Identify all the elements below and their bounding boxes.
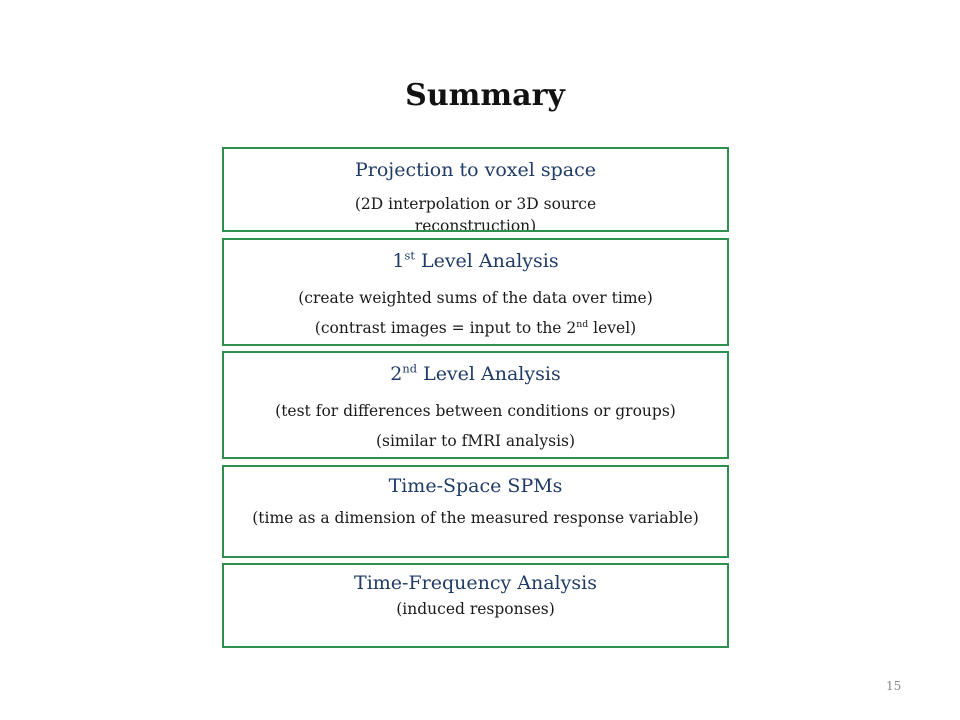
box-description: (2D interpolation or 3D source reconstru… — [354, 195, 597, 232]
description-text-end: level) — [588, 319, 637, 337]
box-heading: Time-Frequency Analysis — [354, 572, 597, 594]
heading-text: Level Analysis — [414, 250, 559, 272]
box-description: (induced responses) — [396, 600, 555, 618]
heading-ordinal-suffix: nd — [402, 361, 418, 376]
box-heading: 2nd Level Analysis — [224, 363, 727, 385]
description-text: (contrast images = input to the 2 — [314, 319, 577, 337]
box-projection-to-voxel-space: Projection to voxel space (2D interpolat… — [222, 147, 729, 232]
box-time-frequency-analysis: Time-Frequency Analysis (induced respons… — [222, 563, 729, 648]
box-heading: 1st Level Analysis — [224, 250, 727, 272]
box-description: (time as a dimension of the measured res… — [252, 509, 699, 527]
slide-title: Summary — [405, 78, 565, 113]
heading-number: 2 — [390, 363, 403, 385]
box-description: (create weighted sums of the data over t… — [298, 289, 653, 307]
heading-number: 1 — [392, 250, 405, 272]
box-second-level-analysis: 2nd Level Analysis (test for differences… — [222, 351, 729, 459]
box-time-space-spms: Time-Space SPMs (time as a dimension of … — [222, 465, 729, 558]
box-description: (test for differences between conditions… — [275, 402, 676, 420]
description-ordinal-suffix: nd — [576, 318, 589, 330]
box-description-2: (contrast images = input to the 2nd leve… — [232, 317, 719, 339]
heading-ordinal-suffix: st — [404, 248, 415, 263]
page-number: 15 — [886, 679, 902, 693]
box-description-2: (similar to fMRI analysis) — [375, 432, 576, 450]
box-heading: Time-Space SPMs — [388, 475, 563, 497]
heading-text: Level Analysis — [417, 363, 561, 385]
box-first-level-analysis: 1st Level Analysis (create weighted sums… — [222, 238, 729, 346]
box-heading: Projection to voxel space — [355, 159, 596, 181]
